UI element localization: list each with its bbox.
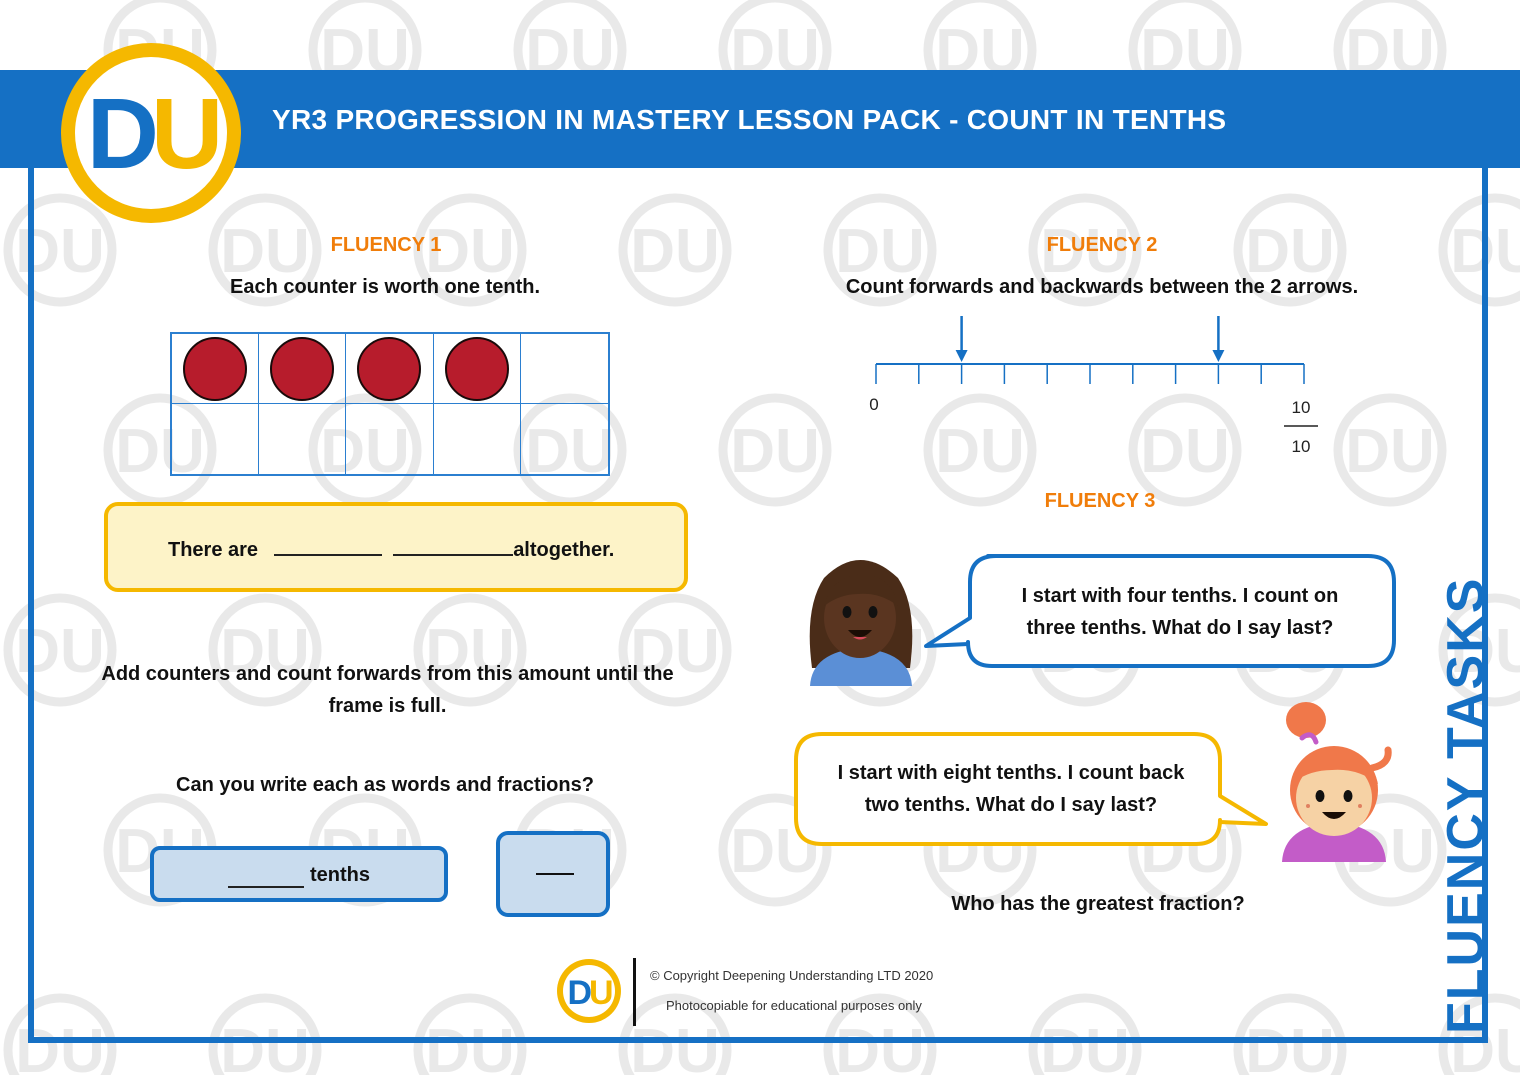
fluency3-heading: FLUENCY 3	[1044, 490, 1156, 512]
footer-du-logo: DU	[557, 959, 621, 1023]
speech-bubble-1-line2: three tenths. What do I say last?	[1026, 617, 1334, 639]
words-blank[interactable]	[228, 870, 304, 888]
ten-frame-cell[interactable]	[172, 404, 260, 474]
fluency1-task-line1: Add counters and count forwards from thi…	[101, 663, 674, 685]
ten-frame[interactable]	[170, 332, 610, 476]
ten-frame-cell[interactable]	[259, 334, 347, 404]
header-bar	[0, 70, 1520, 168]
ten-frame-cell[interactable]	[434, 404, 521, 474]
speech-bubble-2	[794, 732, 1268, 846]
counter[interactable]	[357, 336, 422, 401]
answer-suffix: altogether.	[513, 539, 615, 561]
speech-bubble-1-text: I start with four tenths. I count on thr…	[980, 580, 1380, 644]
answer-blank-unit[interactable]	[393, 538, 514, 556]
fluency1-instruction: Each counter is worth one tenth.	[229, 276, 541, 298]
fraction-bar[interactable]	[536, 873, 574, 875]
speech-bubble-2-line2: two tenths. What do I say last?	[864, 794, 1158, 816]
ten-frame-cell[interactable]	[520, 334, 608, 404]
du-logo: DU	[61, 43, 241, 223]
ten-frame-cell[interactable]	[433, 334, 521, 404]
fluency1-question: Can you write each as words and fraction…	[176, 774, 594, 796]
svg-text:DU: DU	[87, 78, 218, 190]
speech-bubble-1-line1: I start with four tenths. I count on	[1021, 585, 1339, 607]
counter[interactable]	[270, 336, 335, 401]
number-line: 0 10 10	[869, 316, 1318, 456]
fraction-answer-box	[496, 831, 610, 917]
number-line-arrow	[955, 316, 968, 362]
speech-bubble-1	[924, 554, 1396, 668]
fluency3-question: Who has the greatest fraction?	[951, 893, 1245, 915]
number-line-start-label: 0	[869, 395, 878, 414]
ten-frame-cell[interactable]	[172, 334, 260, 404]
answer-sentence: There are altogether.	[168, 538, 614, 562]
page-title: YR3 PROGRESSION IN MASTERY LESSON PACK -…	[272, 104, 1227, 135]
counter[interactable]	[444, 336, 509, 401]
words-answer-box: tenths	[150, 846, 448, 902]
counter[interactable]	[183, 336, 248, 401]
fluency2-heading: FLUENCY 2	[1046, 234, 1158, 256]
character-girl-orange-hair	[1282, 702, 1392, 862]
answer-prefix: There are	[168, 539, 259, 561]
svg-text:DU: DU	[567, 974, 612, 1012]
fluency2-instruction: Count forwards and backwards between the…	[845, 276, 1359, 298]
ten-frame-cell[interactable]	[346, 334, 434, 404]
answer-box: There are altogether.	[104, 502, 688, 592]
footer-note: Photocopiable for educational purposes o…	[666, 998, 922, 1013]
fluency1-heading: FLUENCY 1	[330, 234, 442, 256]
fluency1-task: Add counters and count forwards from thi…	[60, 658, 715, 722]
number-line-arrow	[1212, 316, 1225, 362]
footer-divider	[633, 958, 636, 1026]
speech-bubble-2-text: I start with eight tenths. I count back …	[806, 757, 1216, 821]
page-frame	[28, 165, 1488, 1043]
words-label: tenths	[310, 864, 370, 886]
character-girl-dark-hair	[809, 560, 913, 686]
ten-frame-cell[interactable]	[259, 404, 347, 474]
side-label: FLUENCY TASKS	[1437, 576, 1495, 1034]
number-line-end-numerator: 10	[1292, 398, 1311, 417]
number-line-end-denominator: 10	[1292, 437, 1311, 456]
ten-frame-cell[interactable]	[346, 404, 434, 474]
ten-frame-cell[interactable]	[521, 404, 608, 474]
speech-bubble-2-line1: I start with eight tenths. I count back	[837, 762, 1185, 784]
fluency1-task-line2: frame is full.	[328, 695, 447, 717]
answer-blank-number[interactable]	[273, 538, 382, 556]
footer-copyright: © Copyright Deepening Understanding LTD …	[650, 968, 934, 983]
